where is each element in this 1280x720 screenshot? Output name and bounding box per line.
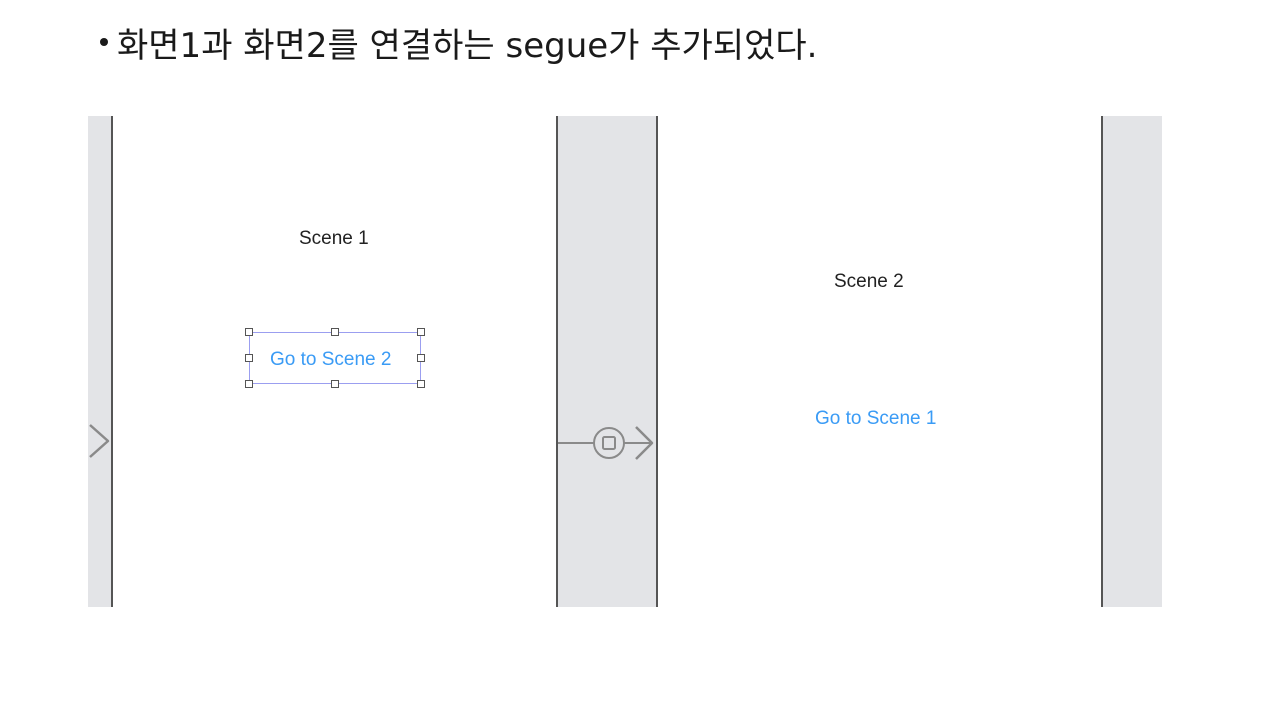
resize-handle-right[interactable] (417, 354, 425, 362)
bullet-text: 화면1과 화면2를 연결하는 segue가 추가되었다. (117, 25, 818, 66)
scene-1-view-controller[interactable]: Scene 1 Go to Scene 2 (111, 116, 558, 607)
go-to-scene-1-button[interactable]: Go to Scene 1 (815, 408, 937, 429)
resize-handle-bottom-right[interactable] (417, 380, 425, 388)
button-selection-box[interactable] (245, 328, 425, 388)
scene-2-title-label: Scene 2 (834, 271, 904, 292)
bullet-item: 화면1과 화면2를 연결하는 segue가 추가되었다. (96, 18, 817, 66)
resize-handle-top[interactable] (331, 328, 339, 336)
entry-arrow-icon (89, 424, 110, 458)
scene-2-view-controller[interactable]: Scene 2 Go to Scene 1 (656, 116, 1103, 607)
resize-handle-left[interactable] (245, 354, 253, 362)
go-to-scene-2-button[interactable]: Go to Scene 2 (270, 349, 392, 370)
resize-handle-bottom-left[interactable] (245, 380, 253, 388)
resize-handle-top-left[interactable] (245, 328, 253, 336)
bullet-dot (100, 38, 108, 46)
resize-handle-bottom[interactable] (331, 380, 339, 388)
scene-1-title-label: Scene 1 (299, 228, 369, 249)
segue-icon[interactable] (558, 423, 656, 463)
resize-handle-top-right[interactable] (417, 328, 425, 336)
storyboard-canvas[interactable]: Scene 1 Go to Scene 2 Scene 2 (88, 116, 1162, 607)
